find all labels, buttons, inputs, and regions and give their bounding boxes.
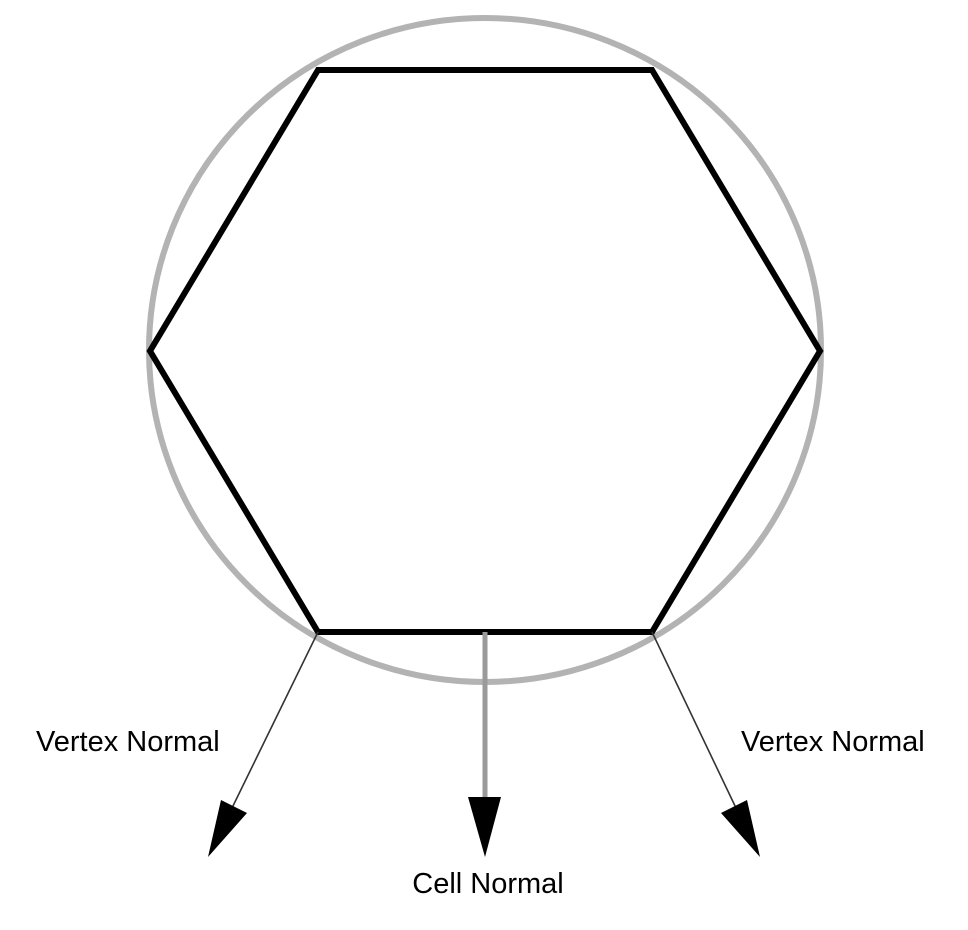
- cell-normal-arrowhead: [468, 797, 501, 857]
- right-vertex-normal-arrowhead: [721, 800, 760, 857]
- cell-normal-label: Cell Normal: [412, 868, 563, 900]
- left-vertex-normal-arrowhead: [208, 800, 247, 857]
- circumscribed-circle: [146, 15, 824, 685]
- left-vertex-normal-label: Vertex Normal: [36, 726, 220, 758]
- left-vertex-normal-stem: [231, 631, 319, 809]
- hexagon-cell: [146, 67, 824, 635]
- right-vertex-normal-stem: [651, 631, 737, 809]
- cell-normal-arrow: [468, 632, 501, 857]
- right-vertex-normal-arrow: [651, 631, 760, 857]
- right-vertex-normal-label: Vertex Normal: [741, 726, 925, 758]
- left-vertex-normal-arrow: [208, 631, 319, 857]
